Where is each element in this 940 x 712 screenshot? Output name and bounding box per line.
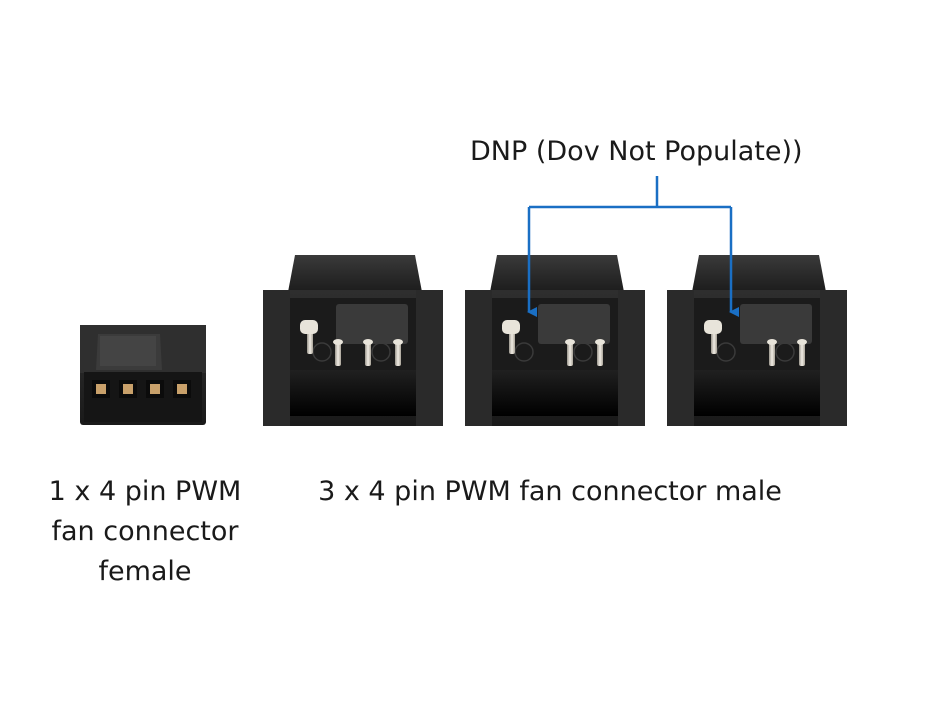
female-contact-3 bbox=[146, 380, 164, 398]
male-connector-caption: 3 x 4 pin PWM fan connector male bbox=[318, 476, 782, 507]
female-caption-line-1: 1 x 4 pin PWM bbox=[48, 476, 242, 507]
male-connector-1 bbox=[263, 255, 443, 426]
male-connector-2 bbox=[465, 255, 645, 426]
female-caption-line-3: female bbox=[98, 556, 192, 587]
female-contact-1 bbox=[92, 380, 110, 398]
dnp-label: DNP (Dov Not Populate)) bbox=[470, 136, 803, 167]
female-contact-2 bbox=[119, 380, 137, 398]
male-connector-3 bbox=[667, 255, 847, 426]
dnp-arrows bbox=[527, 176, 739, 317]
female-contact-4 bbox=[173, 380, 191, 398]
female-caption-line-2: fan connector bbox=[51, 516, 239, 547]
female-connector-caption: 1 x 4 pin PWM fan connector female bbox=[30, 472, 260, 592]
female-connector bbox=[80, 325, 206, 425]
